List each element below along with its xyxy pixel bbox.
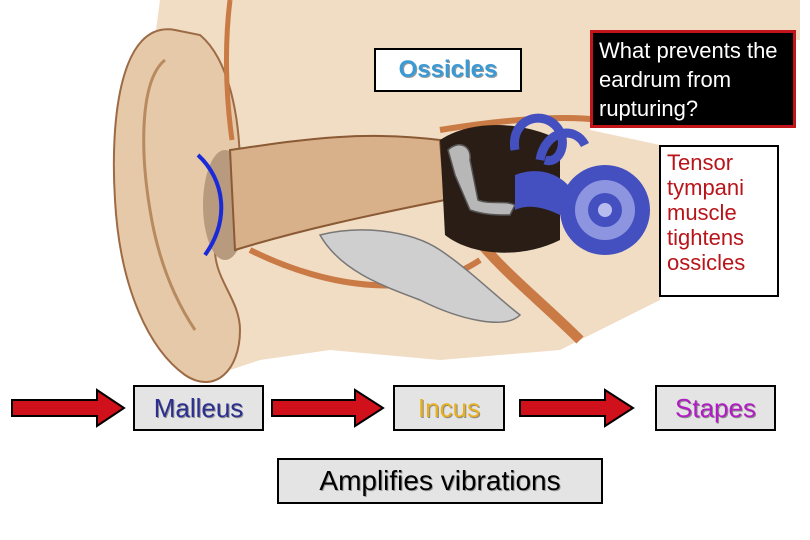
arrow-to-incus	[271, 388, 385, 428]
ear-helix-inner	[142, 58, 197, 331]
eardrum-line	[196, 153, 224, 257]
answer-callout: Tensor tympani muscle tightens ossicles	[659, 145, 779, 297]
tissue-band-1	[223, 0, 235, 141]
amplifies-vibrations-label: Amplifies vibrations	[277, 458, 603, 504]
malleus-label: Malleus	[133, 385, 264, 431]
question-callout: What prevents the eardrum from rupturing…	[590, 30, 796, 128]
cochlea-center	[598, 203, 612, 217]
temporal-bone	[318, 229, 522, 323]
semicircular-canals	[510, 113, 590, 166]
vestibule	[515, 171, 575, 215]
arrow-to-malleus	[11, 388, 126, 428]
stapes-label: Stapes	[655, 385, 776, 431]
incus-label: Incus	[393, 385, 505, 431]
ossicle-bones	[447, 144, 517, 216]
arrow-to-stapes	[519, 388, 635, 428]
ossicles-label: Ossicles	[374, 48, 522, 92]
